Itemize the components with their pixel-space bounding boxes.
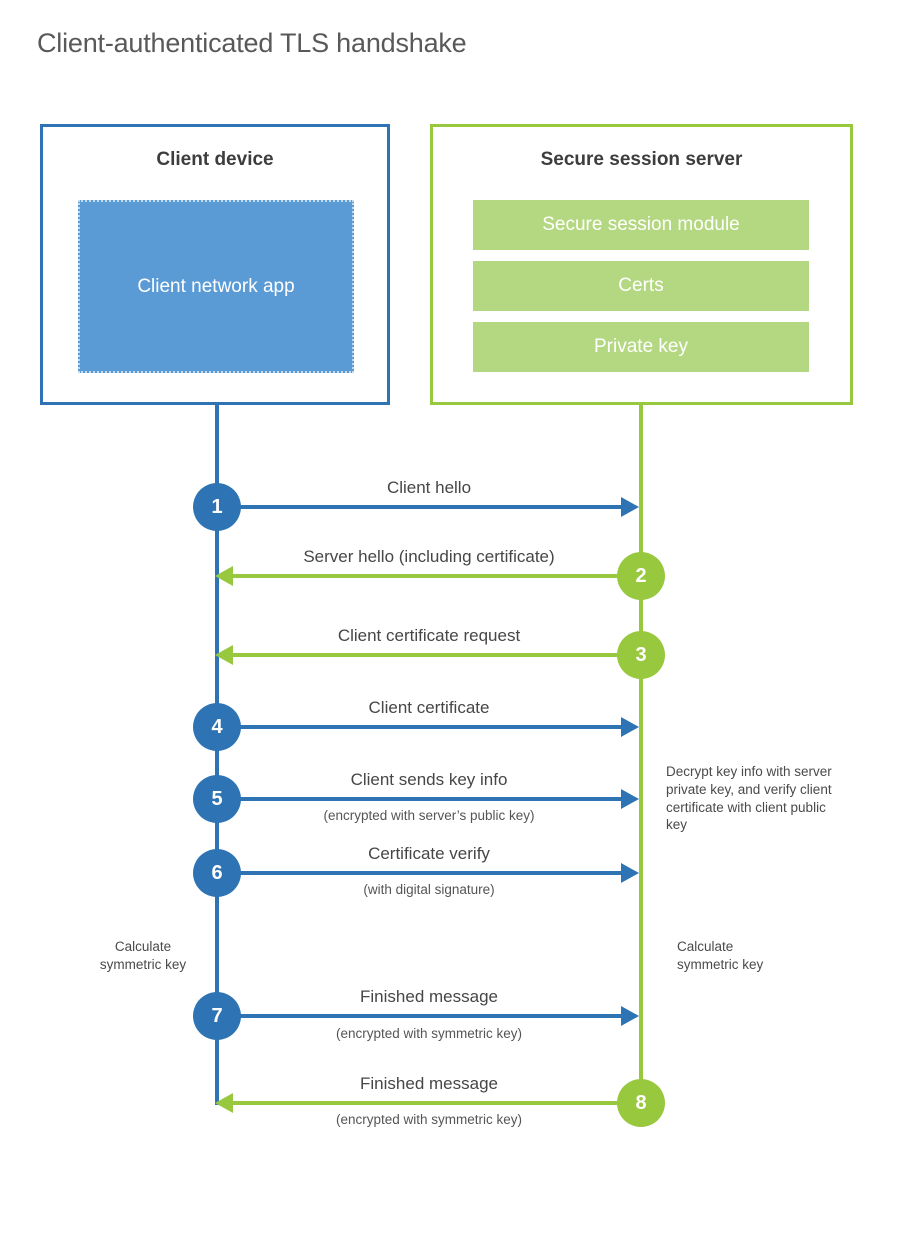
- client-network-app-label: Client network app: [137, 275, 295, 297]
- message-sublabel-7: (encrypted with symmetric key): [335, 1026, 523, 1041]
- client-network-app-box: Client network app: [78, 200, 354, 373]
- message-label-1: Client hello: [386, 478, 472, 497]
- arrow-right-icon: [621, 717, 639, 737]
- message-arrow-6: [239, 871, 621, 875]
- bar-private-key: Private key: [473, 322, 809, 372]
- message-arrow-8: [231, 1101, 617, 1105]
- step-circle-7: 7: [193, 992, 241, 1040]
- message-arrow-3: [231, 653, 617, 657]
- message-label-8: Finished message: [360, 1074, 498, 1093]
- step-circle-3: 3: [617, 631, 665, 679]
- arrow-right-icon: [621, 863, 639, 883]
- message-arrow-4: [239, 725, 621, 729]
- message-sublabel-6: (with digital signature): [363, 882, 495, 897]
- message-arrow-5: [239, 797, 621, 801]
- message-label-6: Certificate verify: [368, 844, 490, 863]
- step-circle-8: 8: [617, 1079, 665, 1127]
- note-decrypt-key-info: Decrypt key info with server private key…: [666, 764, 832, 833]
- message-sublabel-5: (encrypted with server’s public key): [323, 808, 535, 823]
- server-title: Secure session server: [540, 149, 743, 170]
- client-device-title: Client device: [156, 149, 274, 170]
- message-label-3: Client certificate request: [337, 626, 521, 645]
- note-calculate-symmetric-key-server: Calculate symmetric key: [677, 939, 764, 972]
- message-arrow-2: [231, 574, 617, 578]
- message-label-7: Finished message: [360, 987, 498, 1006]
- message-label-2: Server hello (including certificate): [303, 547, 555, 566]
- bar-secure-session-module: Secure session module: [473, 200, 809, 250]
- message-label-4: Client certificate: [368, 698, 490, 717]
- step-circle-1: 1: [193, 483, 241, 531]
- note-calculate-symmetric-key-client: Calculate symmetric key: [99, 939, 187, 972]
- bar-certs: Certs: [473, 261, 809, 311]
- step-circle-6: 6: [193, 849, 241, 897]
- step-circle-5: 5: [193, 775, 241, 823]
- arrow-right-icon: [621, 1006, 639, 1026]
- client-lifeline: [215, 405, 219, 1105]
- step-circle-4: 4: [193, 703, 241, 751]
- arrow-left-icon: [215, 645, 233, 665]
- message-label-5: Client sends key info: [350, 770, 508, 789]
- arrow-left-icon: [215, 1093, 233, 1113]
- server-lifeline: [639, 405, 643, 1103]
- arrow-right-icon: [621, 497, 639, 517]
- message-arrow-1: [239, 505, 621, 509]
- page-title: Client-authenticated TLS handshake: [37, 28, 467, 58]
- arrow-left-icon: [215, 566, 233, 586]
- arrow-right-icon: [621, 789, 639, 809]
- step-circle-2: 2: [617, 552, 665, 600]
- message-sublabel-8: (encrypted with symmetric key): [335, 1112, 523, 1127]
- message-arrow-7: [239, 1014, 621, 1018]
